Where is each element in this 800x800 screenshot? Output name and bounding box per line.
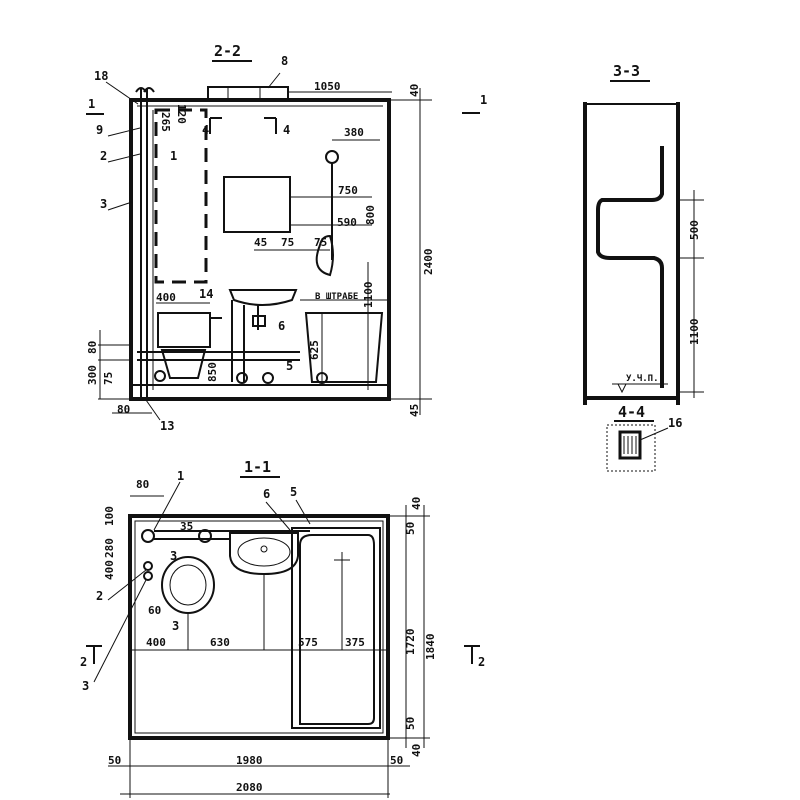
section-3-3: 3-3 500 1100 У.Ч.П.: [583, 62, 704, 405]
section-3-3-title: 3-3: [613, 62, 640, 80]
washbasin-plan: [229, 532, 299, 576]
section-1-1: 1-1 80 35 100 280 400 60: [80, 458, 485, 798]
label-3-plan: 3: [82, 679, 89, 693]
label-1-plan: 1: [177, 469, 184, 483]
section-1-1-title: 1-1: [244, 458, 271, 476]
label-3-plan-c: 3: [172, 619, 179, 633]
dim-40-top: 40: [410, 497, 423, 510]
wc-bowl: [160, 349, 207, 379]
label-16: 16: [668, 416, 682, 430]
shower-head-icon: [325, 150, 339, 164]
dim-590: 590: [337, 216, 357, 229]
washbasin-2-2: [228, 289, 298, 306]
dim-1050: 1050: [314, 80, 341, 93]
cut-4-left: 4: [202, 123, 209, 137]
section-2-2-title: 2-2: [214, 42, 241, 60]
label-5-plan: 5: [290, 485, 297, 499]
label-2: 2: [100, 149, 107, 163]
label-2-plan: 2: [96, 589, 103, 603]
cut-1-right: 1: [480, 93, 487, 107]
dim-280: 280: [103, 538, 116, 558]
dim-1100: 1100: [362, 282, 375, 309]
dim-265: 265: [159, 112, 172, 132]
dim-2400: 2400: [422, 249, 435, 276]
dim-1980: 1980: [236, 754, 263, 767]
section-4-4: 4-4 16: [606, 403, 682, 472]
dim-400-side: 400: [103, 560, 116, 580]
dim-45: 45: [254, 236, 267, 249]
dim-400: 400: [156, 291, 176, 304]
bathtub-2-2: [304, 312, 384, 383]
floor-level-mark: У.Ч.П.: [626, 374, 659, 384]
dim-75-left: 75: [102, 372, 115, 385]
cut-4-right: 4: [283, 123, 290, 137]
section-4-4-title: 4-4: [618, 403, 645, 421]
dim-500: 500: [688, 220, 701, 240]
dim-75-b: 75: [314, 236, 327, 249]
dim-2080: 2080: [236, 781, 263, 794]
label-3: 3: [100, 197, 107, 211]
dim-120: 120: [175, 104, 188, 124]
cabin-outline-1-1: [128, 514, 390, 740]
dim-75-a: 75: [281, 236, 294, 249]
label-1: 1: [170, 149, 177, 163]
dim-750: 750: [338, 184, 358, 197]
dim-630: 630: [210, 636, 230, 649]
label-5: 5: [286, 359, 293, 373]
label-14: 14: [199, 287, 213, 301]
section-2-2: 2-2: [86, 42, 487, 433]
dim-1100-3-3: 1100: [688, 319, 701, 346]
vent-box: [207, 86, 289, 101]
dim-40-top: 40: [408, 84, 421, 97]
pipe-chase-outline: [596, 146, 664, 388]
cut-2-right: 2: [478, 655, 485, 669]
dim-400-plan: 400: [146, 636, 166, 649]
dim-50-bottom: 50: [404, 717, 417, 730]
dim-625: 625: [308, 340, 321, 360]
dim-50-top: 50: [404, 522, 417, 535]
dim-35: 35: [180, 520, 193, 533]
bathtub-plan: [291, 527, 381, 729]
dim-50-left: 50: [108, 754, 121, 767]
label-6-plan: 6: [263, 487, 270, 501]
vent-grille-icon: [618, 430, 642, 460]
dim-50-right: 50: [390, 754, 403, 767]
dim-80-left: 80: [86, 341, 99, 354]
dim-800: 800: [364, 205, 377, 225]
dim-380: 380: [344, 126, 364, 139]
cut-1-left: 1: [88, 97, 95, 111]
dim-60: 60: [148, 604, 161, 617]
cut-2-left: 2: [80, 655, 87, 669]
dim-80-bottom: 80: [117, 403, 130, 416]
dim-80-plan: 80: [136, 478, 149, 491]
wc-tank: [157, 312, 211, 348]
dim-375: 375: [345, 636, 365, 649]
cabinet-outline: [154, 108, 208, 284]
dim-300: 300: [86, 365, 99, 385]
label-8: 8: [281, 54, 288, 68]
dim-1720: 1720: [404, 629, 417, 656]
dim-100: 100: [103, 506, 116, 526]
dim-850: 850: [206, 362, 219, 382]
label-3-plan-b: 3: [170, 549, 177, 563]
label-6: 6: [278, 319, 285, 333]
mirror: [223, 176, 291, 233]
label-18: 18: [94, 69, 108, 83]
label-9: 9: [96, 123, 103, 137]
dim-1840: 1840: [424, 634, 437, 661]
dim-575: 575: [298, 636, 318, 649]
note-v-shtrabe: В ШТРАБЕ: [315, 292, 358, 302]
dim-45-bottom: 45: [408, 404, 421, 417]
label-13: 13: [160, 419, 174, 433]
dim-40-bottom: 40: [410, 744, 423, 757]
